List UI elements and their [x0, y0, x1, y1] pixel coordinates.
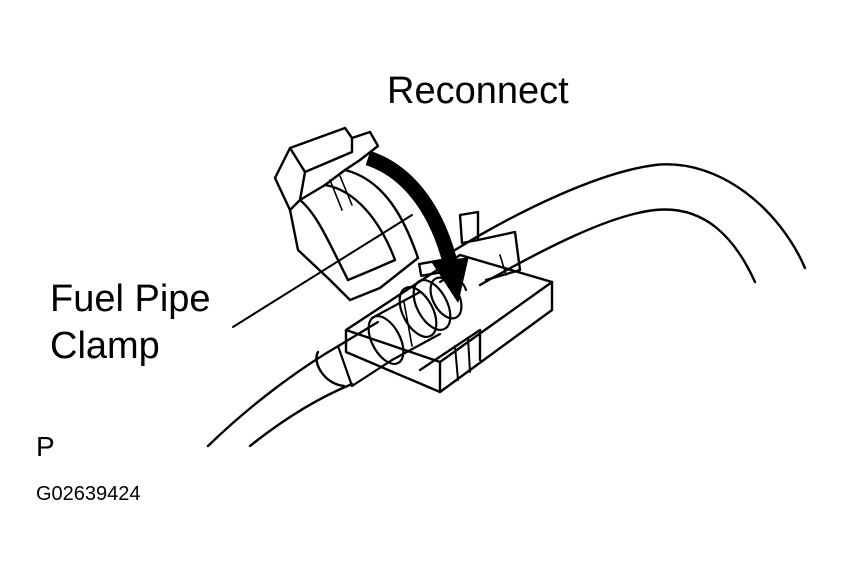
pipe-connector [336, 276, 468, 388]
clamp-base [344, 210, 554, 394]
clamp-leader-line [232, 214, 413, 328]
fuel-pipe-clamp-label-line1: Fuel Pipe [50, 278, 211, 320]
fuel-pipe-clamp-label-line2: Clamp [50, 325, 160, 367]
reconnect-label: Reconnect [387, 70, 569, 112]
view-marker: P [36, 431, 55, 462]
figure-code: G02639424 [36, 483, 141, 505]
fuel-hose [206, 163, 807, 448]
clamp-lid [273, 126, 420, 302]
curved-arrow-icon [365, 150, 469, 303]
